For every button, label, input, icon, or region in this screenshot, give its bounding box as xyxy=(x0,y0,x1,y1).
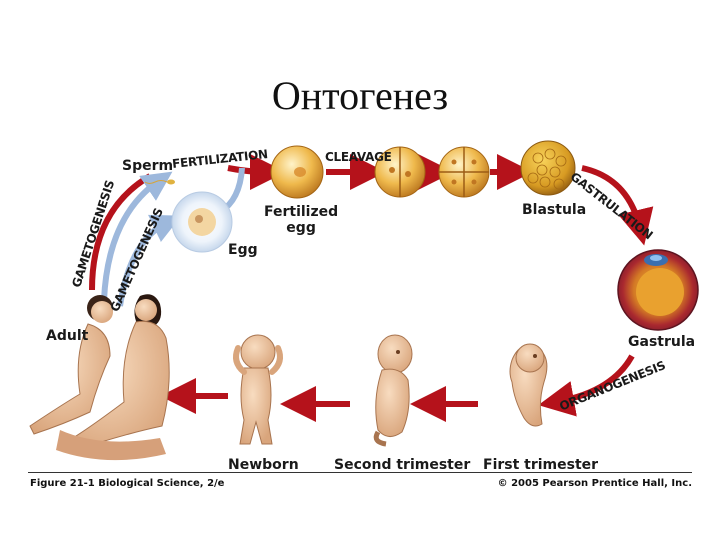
slide-title: Онтогенез xyxy=(271,73,449,118)
fertilized-egg-label: Fertilized egg xyxy=(264,204,339,236)
arrow-gastrulation xyxy=(581,165,654,246)
arrow-fertilization xyxy=(227,153,286,190)
arrow-gametogenesis-sperm xyxy=(101,171,173,301)
footer-rule xyxy=(28,472,692,473)
arrow-gametogenesis-egg xyxy=(117,214,182,307)
arrow-gametogenesis-red xyxy=(89,173,152,291)
blastula-illustration xyxy=(520,140,576,196)
first-trimester-illustration xyxy=(509,343,548,427)
gastrula-illustration xyxy=(617,249,699,331)
four-cell-stage-illustration xyxy=(438,146,490,198)
egg-label: Egg xyxy=(228,242,258,258)
fertilized-egg-illustration xyxy=(270,145,324,199)
two-cell-stage-illustration xyxy=(374,146,426,198)
blastula-label: Blastula xyxy=(522,202,587,218)
adult-illustration xyxy=(29,294,170,461)
gastrula-label: Gastrula xyxy=(628,334,696,350)
sperm-label: Sperm xyxy=(122,158,174,174)
arrow-organogenesis xyxy=(538,354,635,417)
sperm-illustration xyxy=(144,179,175,185)
second-trimester-illustration xyxy=(373,334,413,447)
newborn-label: Newborn xyxy=(228,457,299,473)
figure-caption: Figure 21-1 Biological Science, 2/e xyxy=(30,478,225,489)
second-trimester-label: Second trimester xyxy=(334,457,471,473)
adult-label: Adult xyxy=(46,328,89,344)
copyright-notice: © 2005 Pearson Prentice Hall, Inc. xyxy=(497,478,692,489)
first-trimester-label: First trimester xyxy=(483,457,599,473)
egg-illustration xyxy=(171,191,233,253)
cleavage-label: CLEAVAGE xyxy=(325,150,392,164)
newborn-illustration xyxy=(233,334,283,445)
